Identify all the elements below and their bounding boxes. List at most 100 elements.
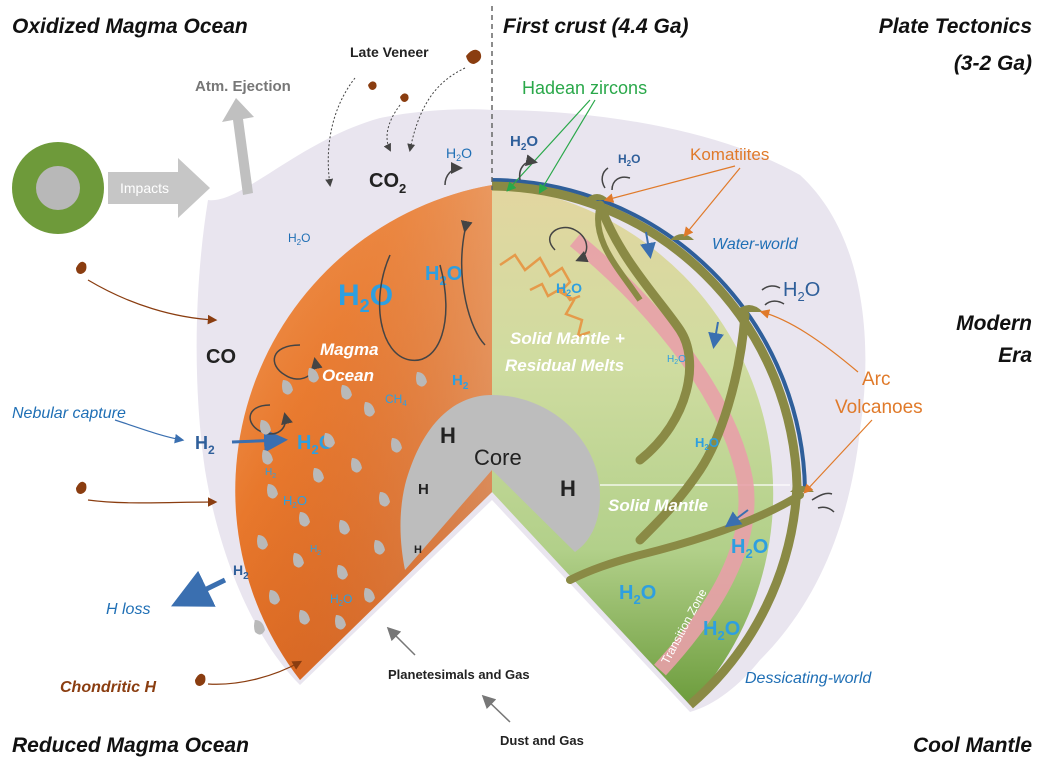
- mantle-half: [492, 185, 790, 705]
- water-world-label: Water-world: [712, 236, 799, 253]
- co2-outgas-arrow: [444, 162, 463, 186]
- komatiites-label: Komatiites: [690, 145, 769, 164]
- komatiite-bump: [585, 194, 609, 200]
- outgas-arrow: [611, 176, 631, 191]
- outgas-arrow: [764, 300, 785, 306]
- veneer-trajectory: [407, 67, 466, 152]
- chondritic-drop: [76, 481, 87, 494]
- chondritic-h-arrow: [207, 660, 303, 685]
- h2o-label-small: H2O: [330, 592, 352, 608]
- outgas-arrow: [811, 492, 833, 501]
- h2-loss-label: H2: [233, 562, 249, 582]
- subducting-slab: [595, 204, 643, 302]
- h2o-label-deep: H2O: [731, 536, 768, 561]
- magma-ocean-label-1: Magma: [320, 340, 379, 359]
- core-h-large: H: [560, 476, 576, 501]
- impacts-arrow: [108, 158, 210, 218]
- h2o-label-mantle: H2O: [556, 280, 582, 298]
- residual-melt-veins: [499, 253, 591, 338]
- planetesimals-arrow: [386, 626, 416, 656]
- subducting-slab: [566, 491, 804, 584]
- h2o-label-small: H2O: [288, 231, 310, 247]
- h-loss-arrow: [171, 570, 227, 607]
- transition-zone-band: [569, 233, 755, 676]
- cool-mantle-title: Cool Mantle: [913, 734, 1032, 757]
- atm-ejection-label: Atm. Ejection: [195, 78, 291, 95]
- atm-ejection-arrow: [222, 98, 254, 195]
- water-flux-arrow: [708, 321, 724, 349]
- oxidized-magma-ocean-title: Oxidized Magma Ocean: [12, 15, 248, 38]
- h2-nebular-label: H2: [195, 433, 215, 457]
- h2o-label-small: H2O: [446, 145, 472, 163]
- h2o-label-mantle-tiny: H2O: [667, 354, 686, 366]
- h2o-label-deep: H2O: [619, 582, 656, 607]
- zircon-pointer: [506, 99, 591, 192]
- co-label: CO: [206, 346, 236, 368]
- h2o-label-deep: H2O: [703, 618, 740, 643]
- chondritic-drop: [195, 673, 206, 686]
- veneer-trajectory: [383, 104, 401, 152]
- h2-magma-label: H2: [452, 372, 469, 392]
- planetesimals-label: Planetesimals and Gas: [388, 667, 530, 682]
- h2o-label-mantle: H2O: [695, 435, 719, 452]
- solid-mantle-residual-label-2: Residual Melts: [505, 356, 624, 375]
- first-crust-title: First crust (4.4 Ga): [503, 15, 689, 38]
- h2o-label-crust-small: H2O: [618, 152, 640, 168]
- dust-arrow: [481, 694, 511, 723]
- core-h-large: H: [440, 423, 456, 448]
- core-label: Core: [474, 445, 522, 470]
- nebular-capture-label: Nebular capture: [12, 405, 126, 422]
- outgas-arrow: [817, 506, 835, 513]
- h2-to-h2o-arrow: [231, 428, 288, 453]
- convection-loop: [460, 220, 486, 346]
- veneer-trajectory: [325, 77, 356, 187]
- chondritic-h-arrow: [87, 497, 218, 507]
- plate-tectonics-title-1: Plate Tectonics: [879, 15, 1032, 38]
- arc-volcano-pointer: [803, 419, 873, 494]
- plate-tectonics-title-2: (3-2 Ga): [954, 52, 1032, 75]
- co2-label: CO2: [369, 170, 406, 196]
- nebular-capture-arrow: [114, 419, 185, 444]
- volatile-droplets: [254, 368, 427, 635]
- water-flux-arrow: [724, 509, 749, 528]
- residual-melt-veins: [529, 282, 581, 302]
- dessicating-world-label: Dessicating-world: [745, 670, 872, 687]
- chondritic-drop: [76, 261, 87, 274]
- outgas-arrow: [601, 167, 609, 189]
- arc-volcano-pointer: [759, 309, 859, 373]
- late-veneer-label: Late Veneer: [350, 44, 429, 60]
- meteorite-drop: [368, 81, 377, 90]
- convection-arrow: [548, 226, 589, 263]
- subducting-slab: [595, 200, 695, 465]
- convection-loop: [378, 254, 447, 361]
- water-flux-arrow: [640, 231, 656, 259]
- hadean-zircons-label: Hadean zircons: [522, 78, 647, 98]
- komatiite-pointer: [683, 167, 741, 237]
- meteorite-drop: [466, 49, 482, 64]
- chondritic-h-arrow: [87, 279, 218, 325]
- h2-label-small: H2: [310, 544, 321, 557]
- outgas-arrow: [518, 154, 538, 181]
- komatiite-pointer: [603, 165, 736, 203]
- arc-volcanoes-label-2: Volcanoes: [835, 397, 923, 418]
- h2o-label-small: H2O: [283, 493, 307, 510]
- impacts-label: Impacts: [120, 180, 169, 196]
- arc-volcano: [735, 305, 763, 312]
- h-loss-label: H loss: [106, 601, 150, 618]
- meteorite-drop: [400, 93, 409, 102]
- core-h-medium: H: [418, 481, 429, 498]
- core: [400, 395, 600, 570]
- subducting-slab: [635, 310, 750, 545]
- dust-label: Dust and Gas: [500, 733, 584, 748]
- ocean-layer: [491, 178, 807, 491]
- impactor-core: [36, 166, 80, 210]
- solid-mantle-residual-label-1: Solid Mantle +: [510, 329, 625, 348]
- h2o-label-crust: H2O: [510, 133, 538, 153]
- ch4-label: CH4: [385, 392, 407, 408]
- reduced-magma-ocean-title: Reduced Magma Ocean: [12, 734, 249, 757]
- h2-label-small: H2: [265, 467, 276, 480]
- magma-ocean-label-2: Ocean: [322, 366, 374, 385]
- modern-era-title-1: Modern: [956, 312, 1032, 335]
- outgas-arrow: [761, 285, 781, 291]
